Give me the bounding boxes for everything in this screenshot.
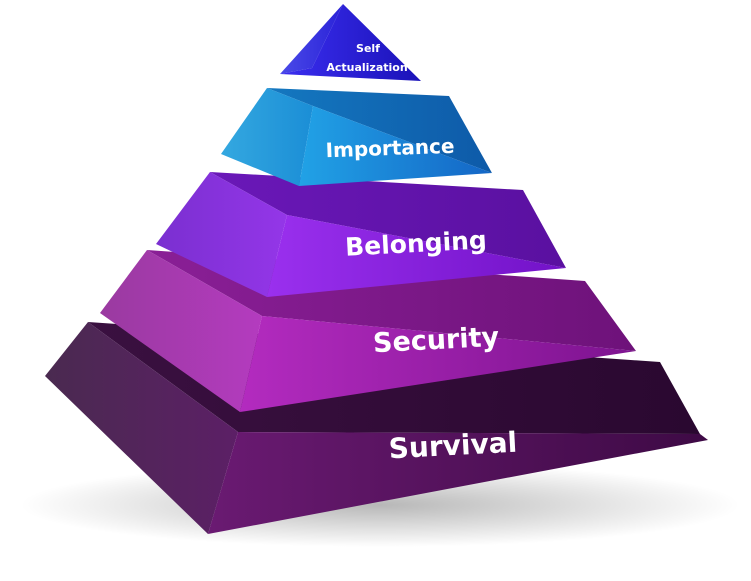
belonging-left-face <box>156 172 287 297</box>
survival-label: Survival <box>388 426 518 466</box>
belonging-front-face <box>267 215 566 297</box>
survival-front-face <box>208 432 708 534</box>
importance-label: Importance <box>325 134 455 162</box>
importance-front-face <box>299 106 492 186</box>
security-left-face <box>100 250 262 412</box>
level-self-actualization: Self Actualization <box>280 4 421 81</box>
security-label: Security <box>372 322 500 360</box>
security-front-face <box>240 316 636 412</box>
level-belonging: Belonging <box>156 172 566 297</box>
survival-left-face <box>45 322 238 534</box>
level-importance: Importance <box>221 88 492 186</box>
self-actualization-front-face <box>280 4 421 81</box>
self-actualization-label-line1: Self <box>356 42 380 55</box>
importance-top-face <box>267 88 492 173</box>
belonging-top-face <box>210 172 566 268</box>
self-actualization-left-face <box>280 4 343 74</box>
importance-left-face <box>221 88 313 186</box>
self-actualization-label-line2: Actualization <box>326 61 407 74</box>
